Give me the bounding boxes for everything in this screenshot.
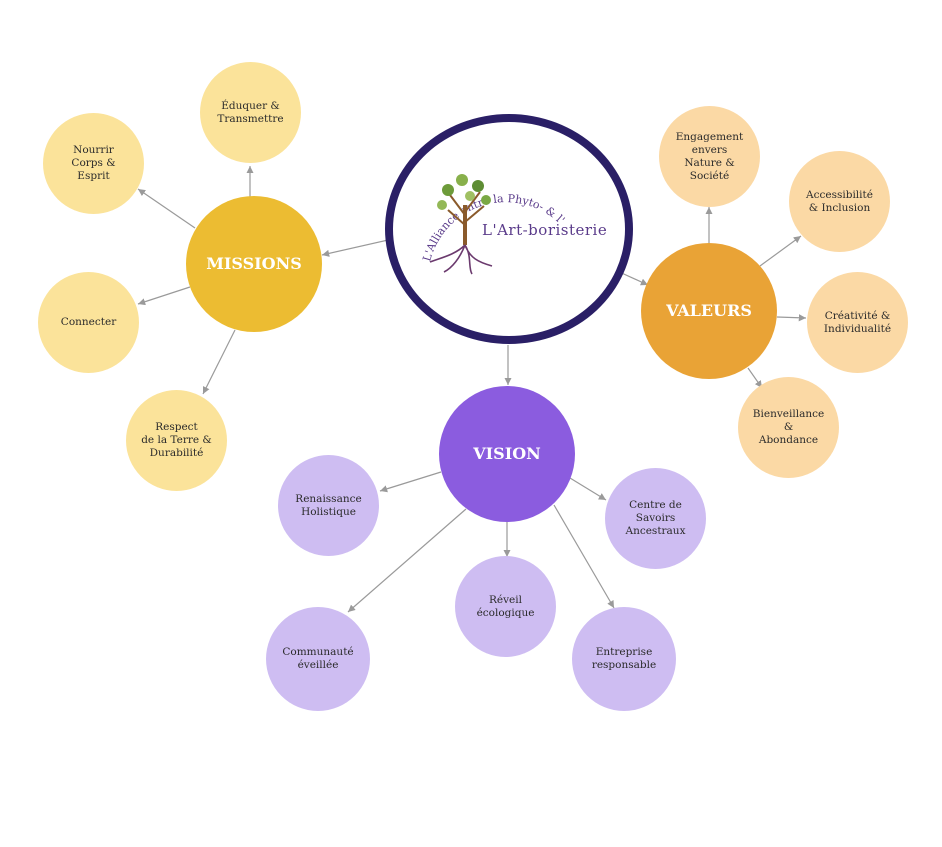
valeurs-hub-label: VALEURS: [666, 301, 752, 320]
valeur-accessibilite-node: Accessibilité & Inclusion: [789, 151, 890, 252]
connector-missions-nourrir: [137, 188, 196, 229]
connector-valeurs-accessibilite: [759, 235, 802, 267]
valeur-creativite-node: Créativité & Individualité: [807, 272, 908, 373]
valeur-engagement-node: Engagement envers Nature & Société: [659, 106, 760, 207]
vision-communaute-node: Communauté éveillée: [266, 607, 370, 711]
valeur-bienveillance-label: Bienveillance & Abondance: [752, 408, 825, 446]
connector-vision-communaute: [347, 508, 467, 613]
vision-hub: VISION: [439, 386, 575, 522]
mission-connecter-node: Connecter: [38, 272, 139, 373]
mission-eduquer-node: Éduquer & Transmettre: [200, 62, 301, 163]
vision-entreprise-label: Entreprise responsable: [591, 646, 657, 671]
vision-renaissance-node: Renaissance Holistique: [278, 455, 379, 556]
valeur-bienveillance-node: Bienveillance & Abondance: [738, 377, 839, 478]
valeur-accessibilite-label: Accessibilité & Inclusion: [806, 188, 873, 214]
valeurs-hub: VALEURS: [641, 243, 777, 379]
mission-respect-node: Respect de la Terre & Durabilité: [126, 390, 227, 491]
valeur-engagement-label: Engagement envers Nature & Société: [675, 130, 744, 182]
vision-reveil-node: Réveil écologique: [455, 556, 556, 657]
connector-missions-connecter: [137, 286, 191, 306]
mission-respect-label: Respect de la Terre & Durabilité: [141, 421, 212, 459]
mission-connecter-label: Connecter: [60, 316, 117, 328]
missions-hub-label: MISSIONS: [206, 254, 302, 273]
vision-centre-label: Centre de Savoirs Ancestraux: [625, 499, 686, 537]
vision-renaissance-label: Renaissance Holistique: [295, 492, 362, 518]
valeur-creativite-label: Créativité & Individualité: [823, 309, 892, 335]
connector-vision-entreprise: [553, 504, 615, 609]
mission-eduquer-label: Éduquer & Transmettre: [217, 99, 284, 125]
vision-reveil-label: Réveil écologique: [476, 593, 535, 619]
connector-logo-missions: [321, 239, 389, 257]
connector-missions-respect: [202, 329, 236, 395]
connector-valeurs-creativite: [776, 314, 807, 322]
tree-roots-icon: [429, 174, 493, 275]
vision-entreprise-node: Entreprise responsable: [572, 607, 676, 711]
logo-title: L'Art-boristerie: [482, 221, 608, 239]
vision-centre-node: Centre de Savoirs Ancestraux: [605, 468, 706, 569]
logo-circle: [385, 114, 633, 344]
mission-nourrir-label: Nourrir Corps & Esprit: [71, 144, 116, 182]
missions-hub: MISSIONS: [186, 196, 322, 332]
connector-vision-centre: [569, 477, 607, 501]
vision-hub-label: VISION: [473, 444, 541, 463]
vision-communaute-label: Communauté éveillée: [282, 646, 354, 671]
mission-nourrir-node: Nourrir Corps & Esprit: [43, 113, 144, 214]
connector-vision-renaissance: [379, 471, 442, 493]
